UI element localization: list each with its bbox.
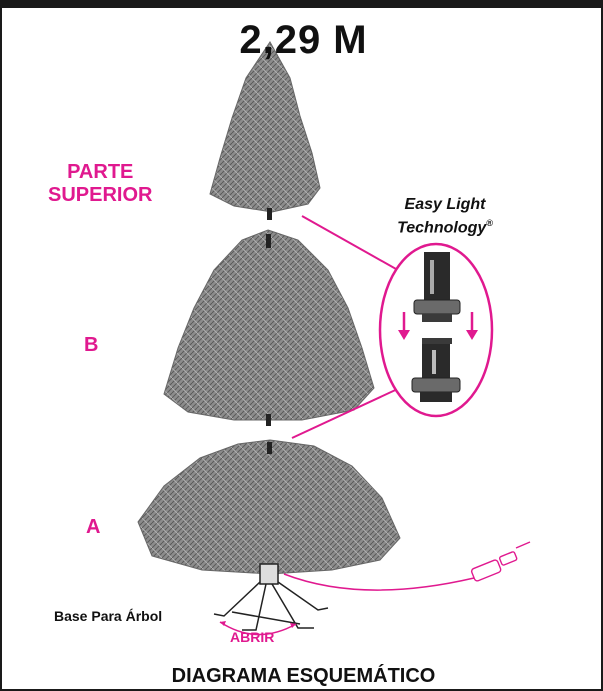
section-label-b: B	[84, 334, 98, 357]
tree-middle-section	[164, 230, 374, 426]
callout-line2: Technology	[397, 219, 486, 236]
connector-detail	[380, 244, 492, 416]
callout-line1: Easy Light	[370, 196, 520, 214]
section-label-top-line2: SUPERIOR	[48, 184, 152, 207]
tree-top-section	[210, 42, 320, 220]
section-label-top: PARTE SUPERIOR	[48, 161, 152, 207]
open-label: ABRIR	[230, 629, 274, 645]
diagram-footer-title: DIAGRAMA ESQUEMÁTICO	[2, 665, 603, 688]
tree-stand	[214, 564, 328, 630]
section-label-top-line1: PARTE	[48, 161, 152, 184]
tree-bottom-section	[138, 440, 400, 574]
section-label-a: A	[86, 516, 100, 539]
easy-light-callout: Easy Light Technology®	[370, 196, 520, 237]
tree-height-title: 2,29 M	[2, 18, 603, 63]
base-label: Base Para Árbol	[54, 608, 162, 624]
registered-mark: ®	[486, 218, 493, 228]
